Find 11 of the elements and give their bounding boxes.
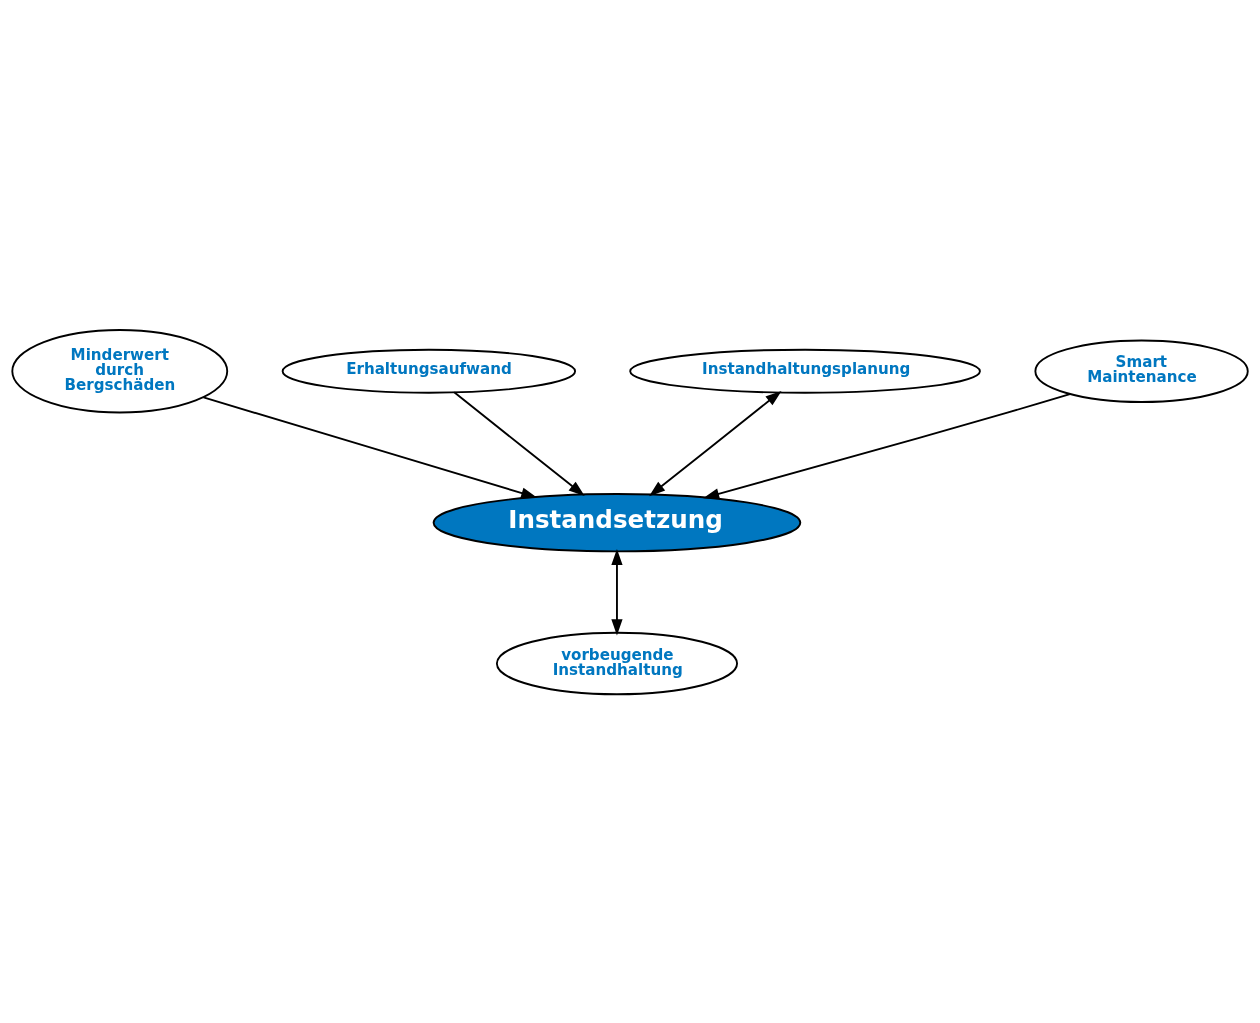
node-ellipse: Instandsetzung <box>432 492 802 552</box>
node-ellipse: vorbeugende Instandhaltung <box>495 631 738 695</box>
node-ellipse: Erhaltungsaufwand <box>281 348 577 394</box>
node-ellipse: Minderwert durch Bergschäden <box>11 328 229 413</box>
arrow <box>649 390 782 496</box>
arrow <box>453 390 585 496</box>
arrow <box>611 548 623 635</box>
arrow <box>202 395 538 499</box>
node-ellipse: Instandhaltungsplanung <box>629 348 981 394</box>
arrow <box>703 392 1071 499</box>
node-ellipse: Smart Maintenance <box>1034 339 1249 403</box>
